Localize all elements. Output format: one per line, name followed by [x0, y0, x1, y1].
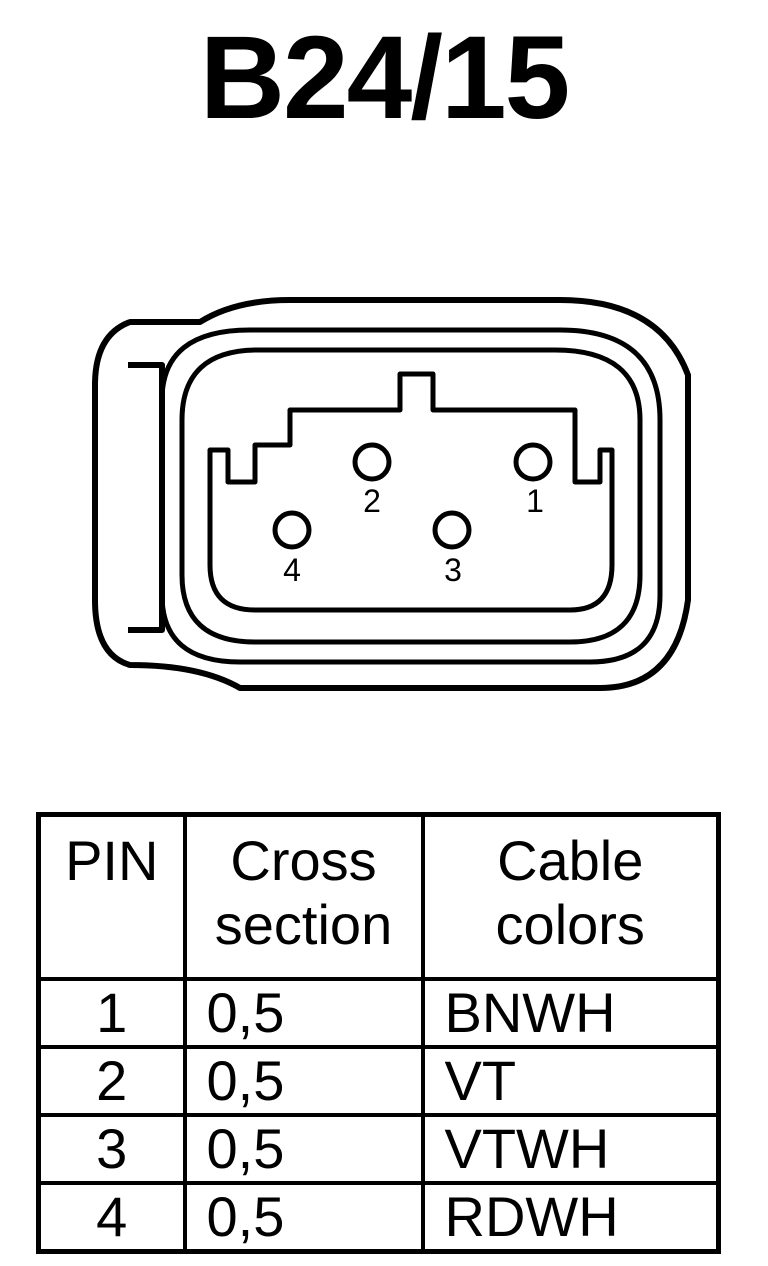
connector-key-profile — [207, 371, 615, 613]
cell-pin: 1 — [36, 977, 187, 1049]
pin-socket-3 — [432, 510, 472, 550]
pin-label-4: 4 — [283, 552, 301, 588]
connector-side-flange — [128, 362, 165, 633]
connector-inner-ring — [159, 327, 663, 665]
pin-socket-2 — [352, 442, 392, 482]
table-row: 2 0,5 VT — [36, 1045, 721, 1117]
connector-outer-housing — [92, 297, 691, 691]
cell-cable-color: RDWH — [420, 1181, 721, 1254]
cell-pin: 2 — [36, 1045, 187, 1117]
table-row: 3 0,5 VTWH — [36, 1113, 721, 1185]
table-header-row: PIN Cross section Cable colors — [36, 812, 721, 981]
cell-cable-color: BNWH — [420, 977, 721, 1049]
pin-label-1: 1 — [526, 483, 544, 519]
pin-label-3: 3 — [444, 552, 462, 588]
pin-assignment-table: PIN Cross section Cable colors 1 0,5 BNW… — [36, 812, 721, 1254]
header-pin: PIN — [36, 812, 187, 981]
cell-pin: 3 — [36, 1113, 187, 1185]
cell-cross-section: 0,5 — [182, 1113, 425, 1185]
connector-diagram: 1 2 3 4 — [92, 297, 691, 691]
cell-cross-section: 0,5 — [182, 1045, 425, 1117]
table-row: 1 0,5 BNWH — [36, 977, 721, 1049]
pin-label-2: 2 — [363, 483, 381, 519]
cell-cross-section: 0,5 — [182, 977, 425, 1049]
cell-cable-color: VT — [420, 1045, 721, 1117]
connector-cavity — [179, 347, 643, 645]
pin-socket-4 — [272, 510, 312, 550]
cell-cross-section: 0,5 — [182, 1181, 425, 1254]
connector-title: B24/15 — [199, 12, 571, 144]
pin-socket-1 — [513, 442, 553, 482]
cell-cable-color: VTWH — [420, 1113, 721, 1185]
table-row: 4 0,5 RDWH — [36, 1181, 721, 1254]
header-cable-colors: Cable colors — [420, 812, 721, 981]
header-cross-section: Cross section — [182, 812, 425, 981]
cell-pin: 4 — [36, 1181, 187, 1254]
